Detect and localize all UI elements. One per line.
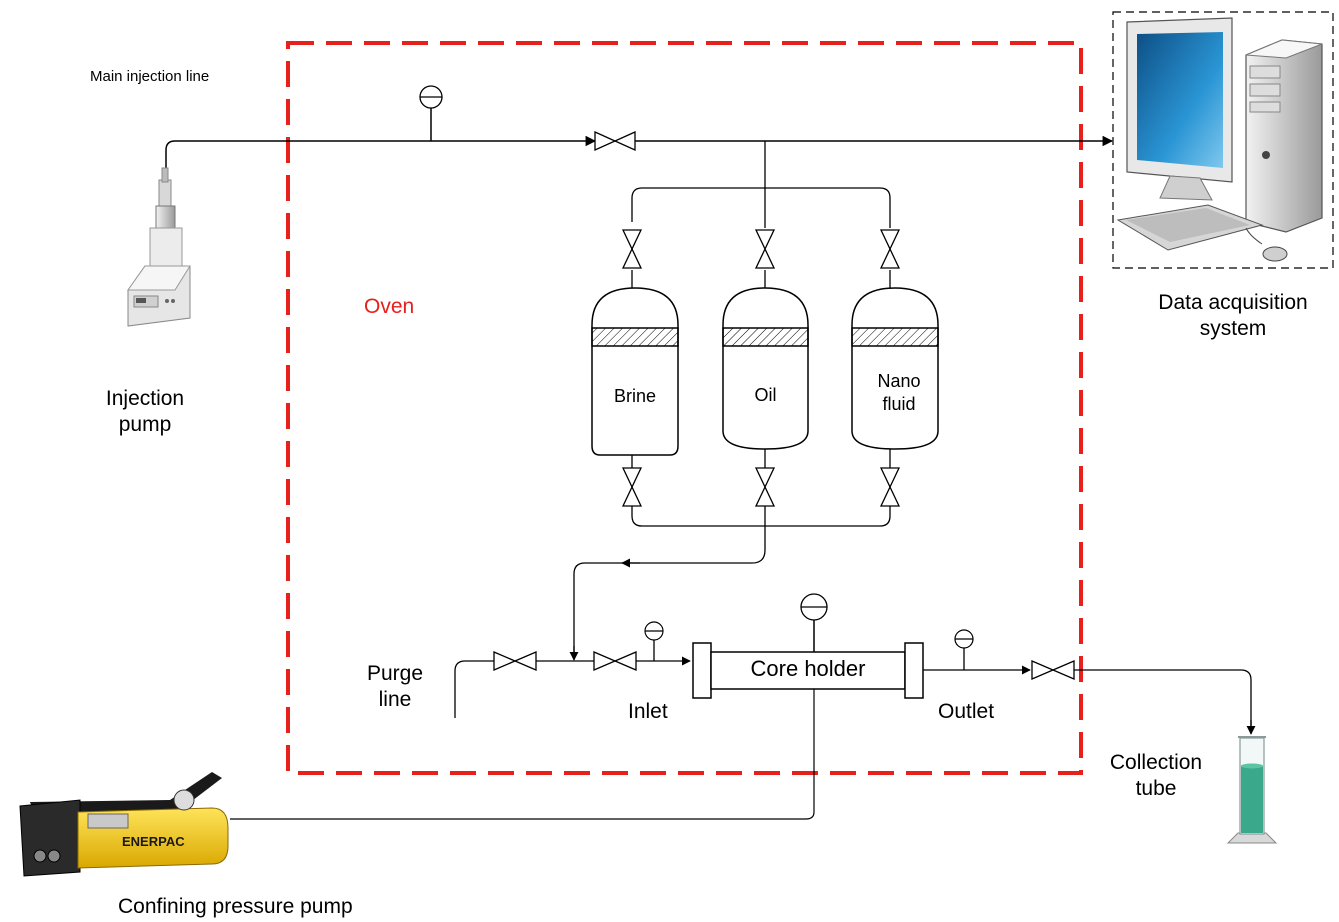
- inlet-valves: [493, 651, 637, 671]
- collection-tube-icon: [1226, 736, 1278, 844]
- core-holder-label: Core holder: [750, 656, 866, 681]
- oil-vessel: [722, 287, 809, 450]
- nanofluid-label: Nano fluid: [852, 370, 946, 415]
- collection-tube-label-line2: tube: [1135, 777, 1177, 801]
- nanofluid-vessel: [851, 287, 939, 450]
- injection-pump-icon: [127, 167, 191, 327]
- bottom-manifold: [569, 449, 891, 661]
- injection-pump-label: Injection pump: [80, 386, 210, 439]
- top-manifold: [631, 141, 891, 296]
- oil-label: Oil: [754, 385, 777, 405]
- main-injection-line-label: Main injection line: [90, 68, 210, 85]
- top-valves: [621, 229, 901, 269]
- brine-vessel: [591, 287, 679, 456]
- injection-pump-label-line2: pump: [118, 413, 172, 437]
- oven-label: Oven: [364, 295, 415, 318]
- confining-pressure-pump-icon: ENERPAC: [19, 772, 229, 877]
- data-acquisition-label-line1: Data acquisition: [1158, 291, 1308, 314]
- main-injection-line: [165, 108, 1114, 182]
- main-valve-icon: [594, 130, 636, 152]
- bottom-valves: [621, 467, 901, 507]
- purge-line-label-line1: Purge: [366, 662, 424, 685]
- outlet-label: Outlet: [938, 700, 995, 723]
- nanofluid-label-line1: Nano: [877, 371, 921, 391]
- purge-line-label: Purge line: [350, 661, 440, 714]
- confining-pressure-pump-label: Confining pressure pump: [118, 895, 353, 918]
- data-acquisition-label: Data acquisition system: [1128, 290, 1338, 343]
- outlet-valve-icon: [1031, 660, 1075, 680]
- core-holder-gauge-icon: [800, 593, 828, 621]
- confining-pressure-line: [230, 689, 815, 820]
- oven-boundary: [286, 41, 1083, 775]
- nanofluid-label-line2: fluid: [882, 393, 916, 414]
- computer-icon: [1116, 17, 1323, 262]
- collection-tube-label-line1: Collection: [1109, 751, 1203, 774]
- injection-pump-label-line1: Injection: [105, 387, 185, 410]
- brine-label: Brine: [613, 386, 657, 406]
- core-holder: [692, 619, 924, 699]
- purge-line-label-line2: line: [378, 688, 412, 712]
- pump-brand-label: ENERPAC: [122, 834, 185, 849]
- inlet-line: [454, 640, 691, 718]
- outlet-gauge-icon: [954, 629, 974, 649]
- data-acquisition-label-line2: system: [1199, 317, 1267, 341]
- inlet-gauge-icon: [644, 621, 664, 641]
- inlet-label: Inlet: [628, 700, 668, 723]
- pressure-gauge-icon: [419, 85, 443, 109]
- collection-tube-label: Collection tube: [1086, 750, 1226, 803]
- outlet-line: [923, 648, 1256, 735]
